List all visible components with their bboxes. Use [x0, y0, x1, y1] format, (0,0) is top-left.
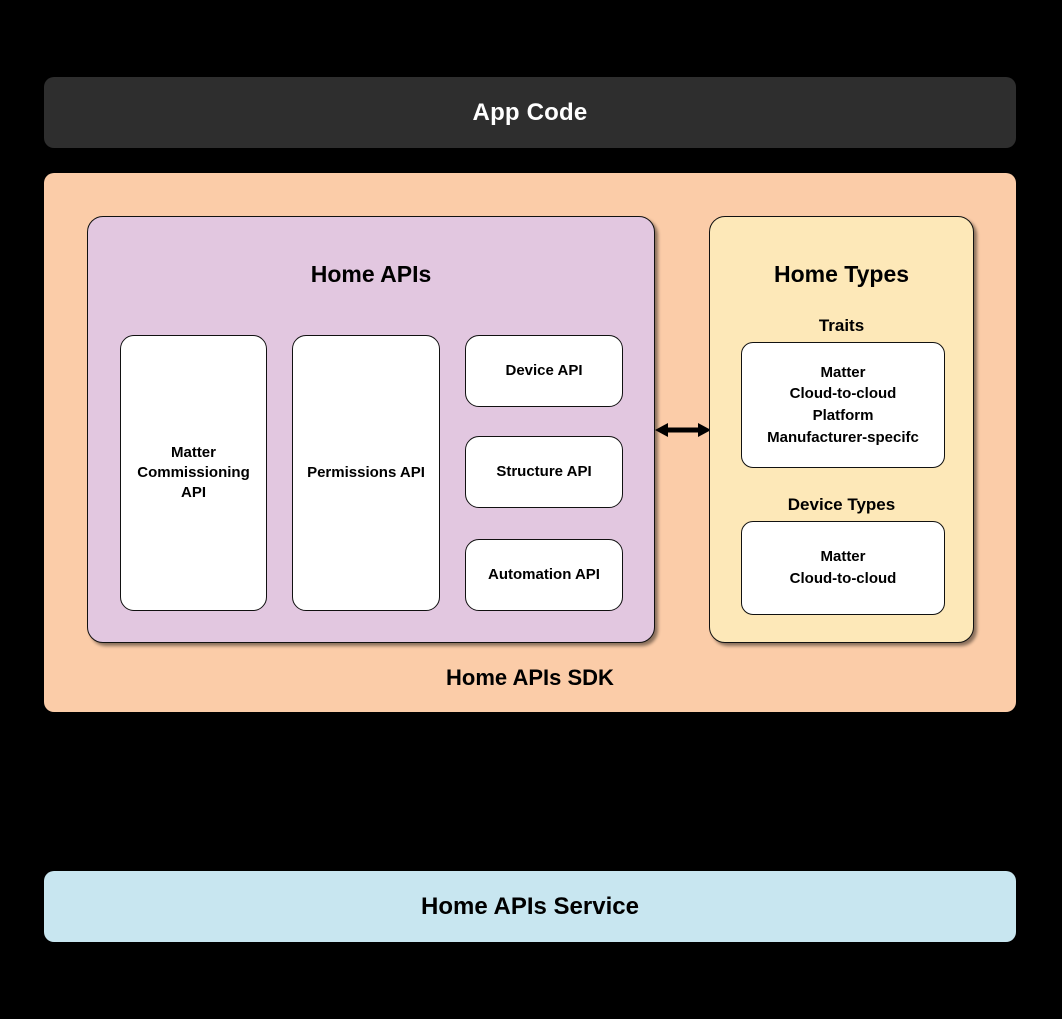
traits-box: Matter Cloud-to-cloud Platform Manufactu… [741, 342, 945, 468]
trait-item-1: Matter [820, 363, 866, 381]
matter-commissioning-api-box: Matter Commissioning API [120, 335, 267, 611]
device-types-box: Matter Cloud-to-cloud [741, 521, 945, 615]
traits-list: Matter Cloud-to-cloud Platform Manufactu… [767, 362, 919, 449]
structure-api-box: Structure API [465, 436, 623, 508]
app-code-bar: App Code [44, 77, 1016, 148]
device-types-list: Matter Cloud-to-cloud [790, 546, 897, 590]
bidirectional-arrow-icon [655, 420, 711, 440]
trait-item-3: Platform [812, 407, 874, 424]
line-2: Commissioning [137, 464, 250, 482]
line-3: API [180, 483, 206, 501]
home-apis-service-bar: Home APIs Service [44, 871, 1016, 942]
trait-item-4: Manufacturer-specifc [767, 428, 919, 446]
device-api-box: Device API [465, 335, 623, 407]
line-1: Matter [170, 444, 216, 462]
device-type-item-1: Matter [820, 548, 866, 566]
automation-api-label: Automation API [488, 566, 600, 584]
home-types-panel: Home Types Traits Matter Cloud-to-cloud … [709, 216, 974, 643]
home-apis-sdk-caption: Home APIs SDK [446, 665, 614, 690]
home-apis-service-label: Home APIs Service [421, 892, 639, 920]
trait-item-2: Cloud-to-cloud [789, 385, 897, 403]
app-code-label: App Code [472, 98, 588, 126]
matter-commissioning-api-label: Matter Commissioning API [137, 443, 250, 503]
home-apis-title: Home APIs [310, 261, 432, 287]
permissions-api-label: Permissions API [307, 464, 425, 482]
home-apis-sdk-panel: Home APIs Matter Commissioning API Permi… [44, 173, 1016, 712]
traits-heading: Traits [818, 316, 865, 335]
device-api-label: Device API [505, 362, 583, 380]
permissions-api-box: Permissions API [292, 335, 440, 611]
structure-api-label: Structure API [496, 463, 592, 481]
home-types-title: Home Types [773, 261, 910, 287]
automation-api-box: Automation API [465, 539, 623, 611]
device-types-heading: Device Types [787, 495, 896, 514]
home-apis-panel: Home APIs Matter Commissioning API Permi… [87, 216, 655, 643]
device-type-item-2: Cloud-to-cloud [789, 570, 897, 587]
